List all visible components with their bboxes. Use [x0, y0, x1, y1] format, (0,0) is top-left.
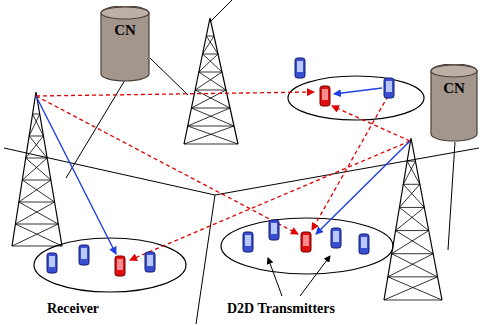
annotation-label: D2D Transmitters: [226, 301, 336, 317]
d2d-clusters: [34, 76, 424, 292]
leader-arrows: [268, 256, 330, 296]
tower: [12, 92, 62, 246]
desired-links: [36, 88, 410, 254]
transmitter-phone: [243, 232, 253, 252]
cell-boundaries: [4, 0, 479, 324]
transmitter-phone: [145, 252, 155, 272]
interference-links: [36, 92, 410, 260]
cylinder-outline: [430, 64, 478, 142]
transmitter-phone: [384, 78, 394, 98]
node-label: CN: [430, 80, 478, 97]
tower: [384, 138, 442, 300]
tower: [184, 18, 238, 144]
transmitter-phone: [359, 234, 369, 254]
receiver-phone: [320, 86, 330, 106]
core-network-cylinder: CN: [100, 6, 150, 82]
node-label: CN: [100, 22, 150, 39]
transmitter-phone: [47, 253, 57, 273]
transmitter-phone: [331, 228, 341, 248]
transmitter-phone: [79, 245, 89, 265]
annotation-label: Receiver: [46, 301, 100, 317]
receiver-phone: [301, 232, 311, 252]
base-station-towers: [12, 18, 442, 300]
cylinder-outline: [100, 6, 150, 82]
receiver-phone: [115, 256, 125, 276]
transmitter-phone: [295, 58, 305, 78]
core-network-cylinder: CN: [430, 64, 478, 142]
transmitter-phone: [269, 220, 279, 240]
user-devices: [47, 58, 394, 276]
